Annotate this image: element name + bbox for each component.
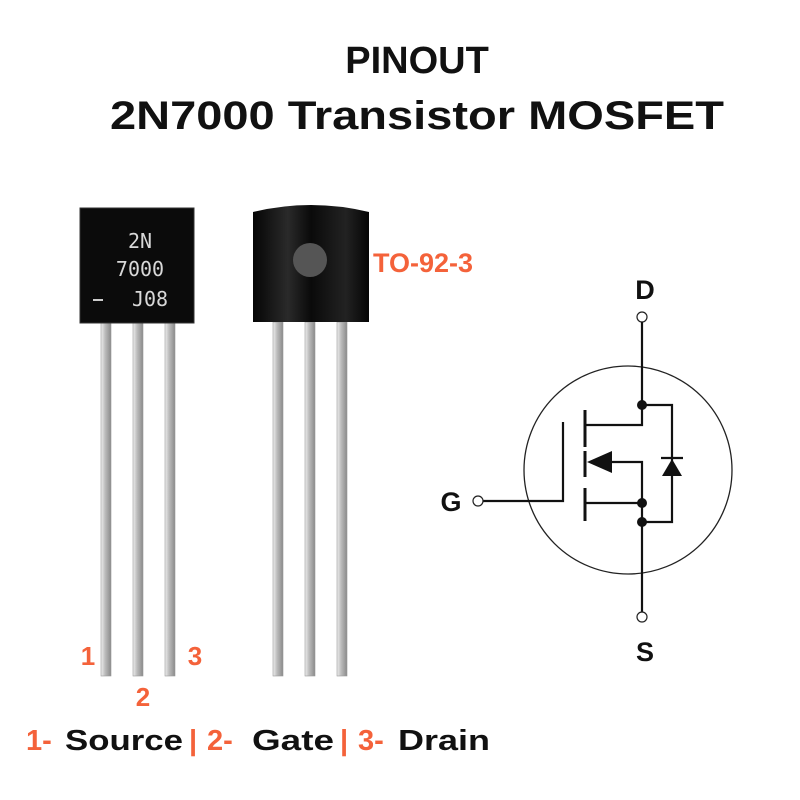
marking-line3: J08: [132, 287, 168, 311]
marking-line1: 2N: [128, 229, 152, 253]
title-line1: PINOUT: [345, 40, 489, 82]
legend-name-gate: Gate: [252, 725, 334, 757]
legend-name-source: Source: [65, 725, 183, 757]
transistor-front-view: 2N 7000 J08: [79, 207, 195, 677]
lead-2: [132, 319, 144, 677]
pin-legend: 1- Source | 2- Gate | 3- Drain: [26, 725, 490, 757]
package-label: TO-92-3: [373, 248, 473, 278]
legend-sep-2: |: [340, 725, 348, 757]
lead-3: [164, 319, 176, 677]
pin-number-2: 2: [136, 682, 150, 712]
transistor-back-view: [253, 205, 369, 677]
pin-number-3: 3: [188, 641, 202, 671]
gate-label: G: [440, 487, 461, 517]
package-body: [79, 207, 195, 324]
legend-num-2: 2-: [207, 725, 233, 757]
legend-sep-1: |: [189, 725, 197, 757]
source-terminal: [636, 611, 648, 623]
body-arrow-icon: [587, 451, 612, 473]
lead-1: [272, 321, 284, 677]
body-diode-icon: [662, 459, 682, 476]
ejector-mark: [293, 243, 327, 277]
lead-1: [100, 319, 112, 677]
legend-name-drain: Drain: [398, 725, 490, 757]
drain-label: D: [635, 275, 655, 305]
legend-num-1: 1-: [26, 725, 52, 757]
legend-num-3: 3-: [358, 725, 384, 757]
symbol-envelope: [523, 365, 733, 575]
lead-2: [304, 321, 316, 677]
gate-terminal: [472, 495, 484, 507]
drain-terminal: [636, 311, 648, 323]
pin-number-1: 1: [81, 641, 95, 671]
marking-line2: 7000: [116, 257, 164, 281]
source-label: S: [636, 637, 654, 667]
mosfet-symbol: D G S: [440, 275, 733, 667]
lead-3: [336, 321, 348, 677]
title-line2: 2N7000 Transistor MOSFET: [110, 94, 724, 138]
